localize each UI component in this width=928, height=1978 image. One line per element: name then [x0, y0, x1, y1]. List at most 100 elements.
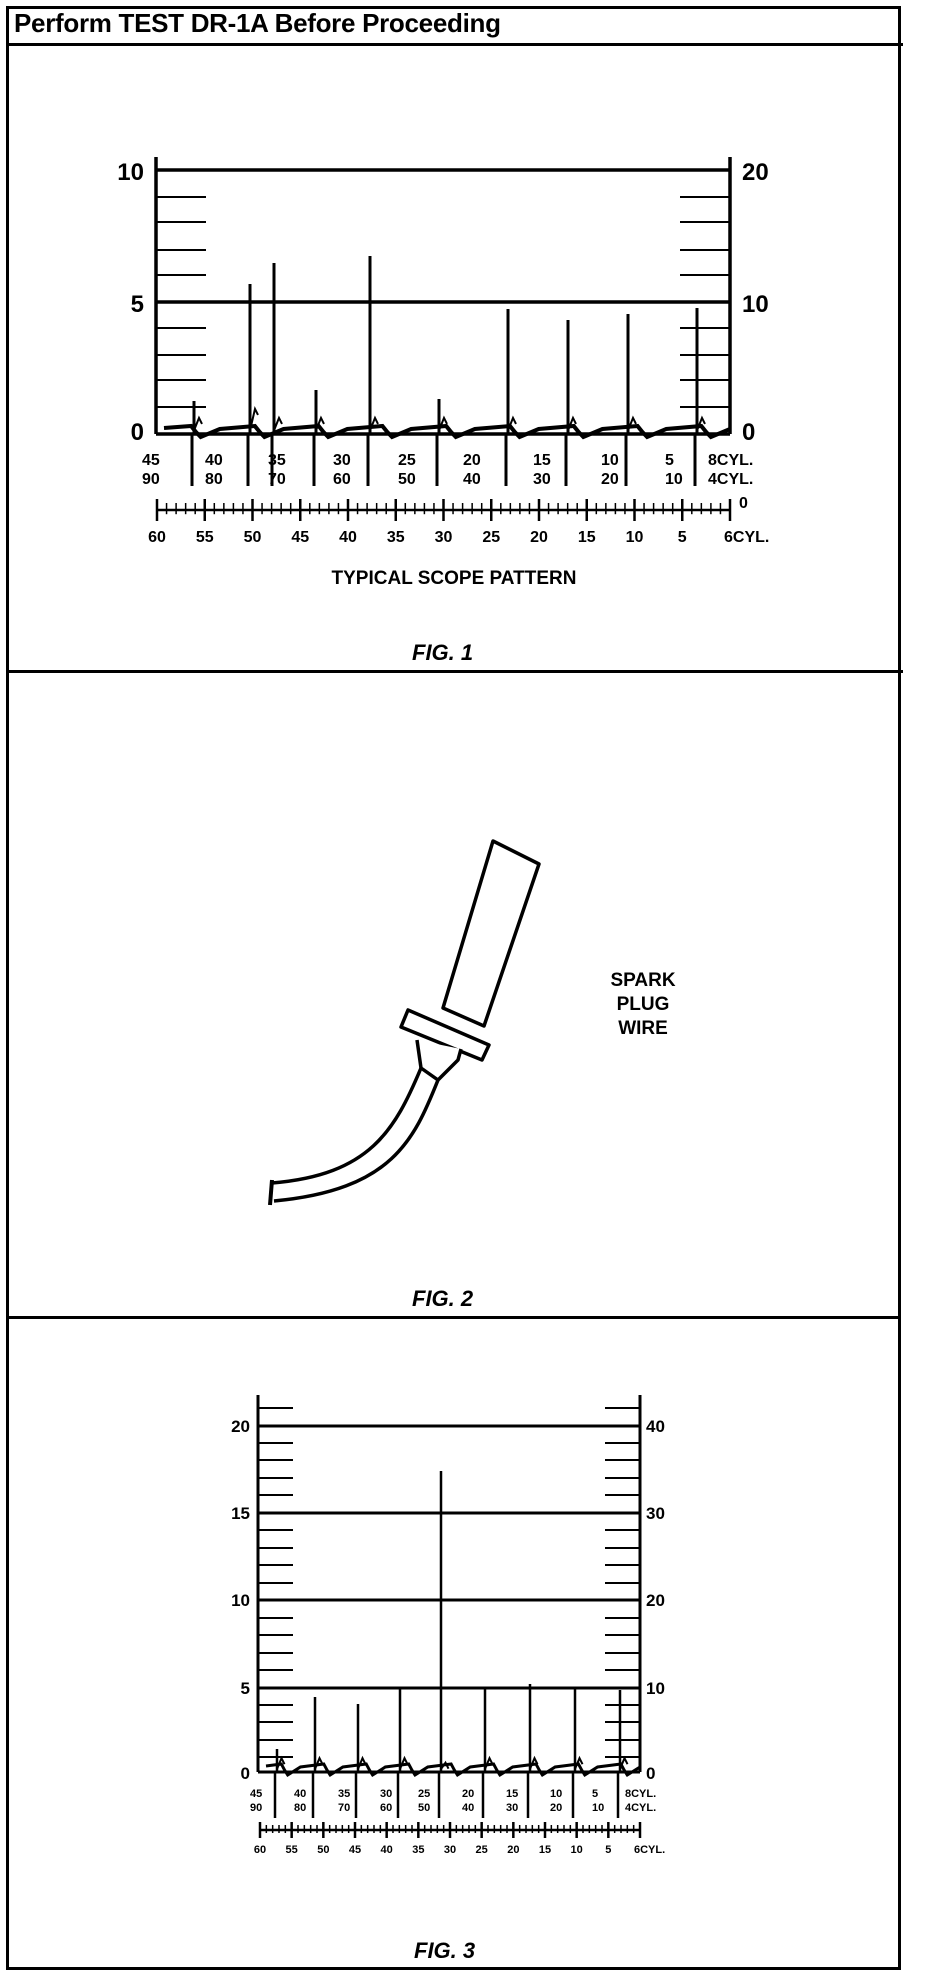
fig1-4cyl-label: 80 [205, 471, 223, 488]
fig3-4cyl-label: 4CYL. [625, 1802, 656, 1814]
fig3-8cyl-label: 30 [380, 1788, 392, 1800]
fig1-spark-line [696, 415, 706, 431]
fig2-spark-plug-wire-diagram: SPARK PLUG WIRE [268, 839, 676, 1206]
fig1-caption: FIG. 1 [412, 640, 474, 665]
fig1-6cyl-label: 6CYL. [724, 529, 769, 546]
fig3-6cyl-label: 5 [605, 1844, 611, 1856]
fig3-right-axis-label: 20 [646, 1591, 665, 1610]
fig3-4cyl-label: 40 [462, 1802, 474, 1814]
fig1-4cyl-label: 10 [665, 471, 683, 488]
fig3-right-axis-label: 40 [646, 1417, 665, 1436]
fig3-spark-line [574, 1755, 584, 1770]
title-divider [6, 43, 903, 46]
fig3-8cyl-label: 25 [418, 1788, 430, 1800]
fig3-6cyl-label: 50 [317, 1844, 329, 1856]
spark-plug-wire-label-line2: PLUG [617, 994, 670, 1015]
fig1-8cyl-label: 5 [665, 452, 674, 469]
fig2-caption: FIG. 2 [412, 1286, 474, 1311]
fig1-8cyl-label: 8CYL. [708, 452, 753, 469]
fig3-8cyl-label: 35 [338, 1788, 350, 1800]
fig2-divider [6, 1316, 899, 1319]
fig1-divider [6, 670, 903, 673]
fig1-4cyl-label: 70 [268, 471, 286, 488]
fig3-8cyl-label: 5 [592, 1788, 598, 1800]
fig3-8cyl-label: 40 [294, 1788, 306, 1800]
fig3-4cyl-label: 80 [294, 1802, 306, 1814]
fig1-left-axis-label: 5 [131, 291, 144, 318]
fig3-left-axis-label: 15 [231, 1504, 250, 1523]
fig3-spark-line [399, 1755, 409, 1770]
fig3-8cyl-label: 20 [462, 1788, 474, 1800]
fig3-6cyl-label: 25 [476, 1844, 488, 1856]
fig1-8cyl-label: 30 [333, 452, 351, 469]
fig1-8cyl-label: 10 [601, 452, 619, 469]
fig3-4cyl-label: 90 [250, 1802, 262, 1814]
fig3-right-axis-label: 0 [646, 1764, 655, 1783]
fig1-6cyl-label: 25 [482, 529, 500, 546]
fig1-8cyl-label: 40 [205, 452, 223, 469]
fig3-4cyl-label: 30 [506, 1802, 518, 1814]
fig1-8cyl-label: 15 [533, 452, 551, 469]
fig3-left-axis-label: 0 [241, 1764, 250, 1783]
fig3-6cyl-label: 10 [571, 1844, 583, 1856]
spark-plug-wire-label-line1: SPARK [610, 970, 675, 991]
page-frame [6, 6, 901, 1970]
fig3-6cyl-label: 45 [349, 1844, 361, 1856]
fig1-left-axis-label: 10 [117, 159, 144, 186]
fig1-6cyl-label: 55 [196, 529, 214, 546]
fig3-spark-line [314, 1755, 324, 1770]
fig3-6cyl-label: 55 [286, 1844, 298, 1856]
fig3-spark-line [529, 1755, 539, 1770]
fig3-4cyl-label: 50 [418, 1802, 430, 1814]
fig1-4cyl-label: 30 [533, 471, 551, 488]
fig3-8cyl-label: 8CYL. [625, 1788, 656, 1800]
fig1-6cyl-label: 50 [244, 529, 262, 546]
fig1-spark-line [369, 415, 379, 431]
fig3-4cyl-label: 60 [380, 1802, 392, 1814]
fig1-spark-line [438, 415, 448, 431]
fig3-4cyl-label: 70 [338, 1802, 350, 1814]
fig3-right-axis-label: 30 [646, 1504, 665, 1523]
fig1-pattern-label: TYPICAL SCOPE PATTERN [332, 568, 577, 589]
fig1-4cyl-label: 4CYL. [708, 471, 753, 488]
spark-plug-wire-label-line3: WIRE [618, 1018, 668, 1039]
fig3-spark-line [440, 1760, 450, 1770]
page-title: Perform TEST DR-1A Before Proceeding [14, 8, 501, 38]
fig1-6cyl-label: 60 [148, 529, 166, 546]
fig1-spark-line [507, 415, 517, 431]
fig3-caption: FIG. 3 [414, 1938, 476, 1963]
spark-plug-wire-illustration [268, 839, 541, 1206]
fig1-8cyl-label: 35 [268, 452, 286, 469]
fig3-spark-line [276, 1755, 286, 1770]
fig1-left-axis-label: 0 [131, 419, 144, 446]
fig3-spark-line [619, 1755, 629, 1770]
fig1-right-axis-label: 10 [742, 291, 769, 318]
fig1-6cyl-label: 15 [578, 529, 596, 546]
fig1-4cyl-label: 40 [463, 471, 481, 488]
fig1-spark-line [315, 415, 325, 431]
fig1-6cyl-label: 10 [626, 529, 644, 546]
fig3-4cyl-label: 10 [592, 1802, 604, 1814]
fig3-6cyl-label: 30 [444, 1844, 456, 1856]
fig1-8cyl-label: 45 [142, 452, 160, 469]
fig3-6cyl-label: 15 [539, 1844, 551, 1856]
fig1-baseline-waveform [163, 423, 731, 440]
fig3-8cyl-label: 10 [550, 1788, 562, 1800]
fig1-spark-line [567, 415, 577, 431]
fig1-4cyl-label: 90 [142, 471, 160, 488]
fig3-left-axis-label: 10 [231, 1591, 250, 1610]
fig3-left-axis-label: 5 [241, 1679, 250, 1698]
fig3-right-axis-label: 10 [646, 1679, 665, 1698]
fig1-right-axis-label: 20 [742, 159, 769, 186]
fig1-8cyl-label: 25 [398, 452, 416, 469]
fig3-6cyl-label: 20 [507, 1844, 519, 1856]
fig3-8cyl-label: 15 [506, 1788, 518, 1800]
fig1-6cyl-label: 35 [387, 529, 405, 546]
fig3-8cyl-label: 45 [250, 1788, 262, 1800]
fig3-6cyl-label: 6CYL. [634, 1844, 665, 1856]
fig1-4cyl-label: 60 [333, 471, 351, 488]
fig1-spark-line [273, 415, 283, 431]
fig3-left-axis-label: 20 [231, 1417, 250, 1436]
